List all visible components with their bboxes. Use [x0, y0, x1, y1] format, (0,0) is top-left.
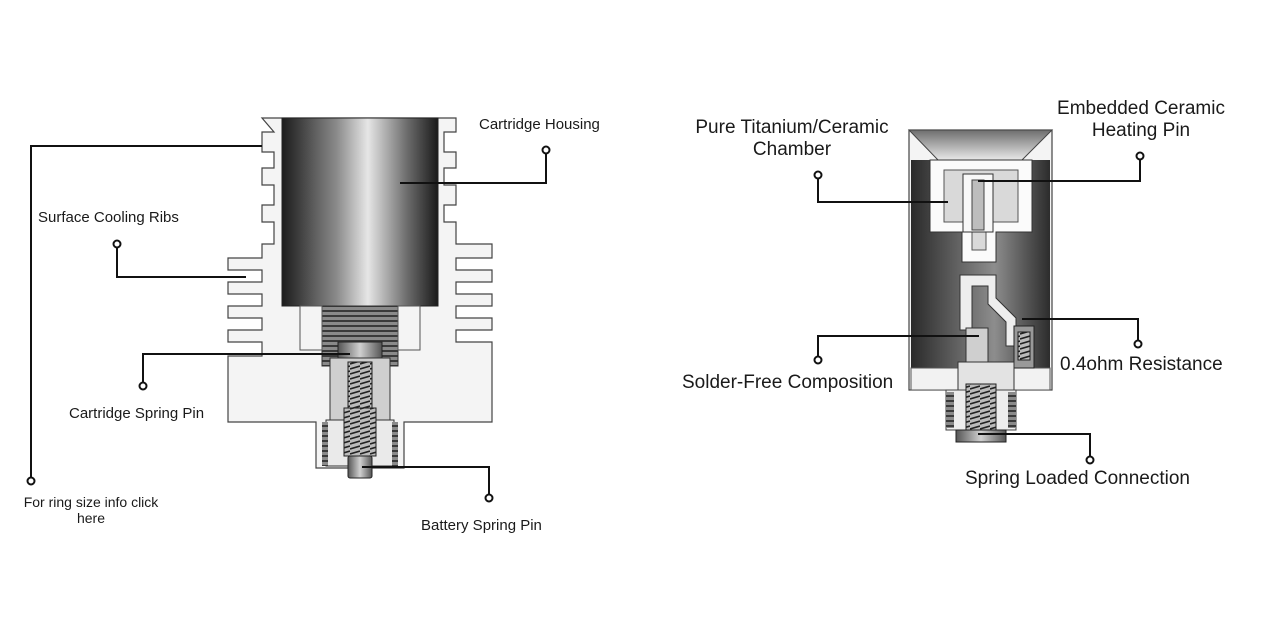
cartridge-bore	[281, 117, 439, 307]
ring-size-line2: here	[76, 510, 106, 527]
chamber-line1: Pure Titanium/Ceramic	[695, 117, 889, 138]
leader-spring-loaded	[978, 433, 1091, 460]
label-spring-loaded: Spring Loaded Connection	[965, 468, 1191, 489]
dot-spring-loaded	[1085, 455, 1095, 465]
dot-cartridge-housing	[541, 145, 551, 155]
label-battery-spring-pin: Battery Spring Pin	[421, 517, 542, 534]
label-heating-pin: Embedded Ceramic Heating Pin	[1036, 98, 1246, 142]
dot-battery-spring-pin	[484, 493, 494, 503]
atomizer-cross-section	[907, 129, 1054, 443]
dot-chamber	[813, 170, 823, 180]
right-leader-dots	[813, 151, 1145, 465]
connector-510-cross-section	[227, 117, 493, 479]
leader-resistance	[1022, 318, 1139, 344]
heating-pin-line2: Heating Pin	[1091, 119, 1191, 141]
chamber-line2: Chamber	[752, 138, 832, 160]
left-leader-lines	[30, 145, 547, 498]
leader-cartridge-spring-pin	[142, 353, 350, 386]
ring-size-line1: For ring size info click	[23, 494, 159, 510]
cartridge-spring-pin-head	[337, 341, 383, 359]
upper-spring	[347, 361, 373, 409]
label-surface-cooling-ribs: Surface Cooling Ribs	[38, 209, 179, 226]
label-resistance: 0.4ohm Resistance	[1060, 354, 1223, 375]
leader-heating-pin	[978, 156, 1141, 182]
leader-solder-free	[817, 335, 979, 360]
leader-battery-spring-pin	[362, 466, 490, 498]
atomizer-spring	[965, 383, 997, 431]
dot-cartridge-spring-pin	[138, 381, 148, 391]
dot-solder-free	[813, 355, 823, 365]
dot-ring-size	[26, 476, 36, 486]
right-leader-lines	[817, 156, 1141, 460]
dot-heating-pin	[1135, 151, 1145, 161]
label-solder-free: Solder-Free Composition	[682, 372, 894, 393]
leader-cartridge-housing	[400, 150, 547, 184]
heating-pin-line1: Embedded Ceramic	[1057, 98, 1225, 119]
dot-surface-cooling-ribs	[112, 239, 122, 249]
left-leader-dots	[26, 145, 551, 503]
lower-spring	[343, 407, 377, 457]
leader-surface-cooling-ribs	[116, 244, 246, 278]
label-chamber: Pure Titanium/Ceramic Chamber	[682, 117, 902, 161]
leader-chamber	[817, 175, 948, 203]
ring-size-info-link[interactable]: For ring size info click here	[8, 494, 174, 526]
dot-resistance	[1133, 339, 1143, 349]
label-cartridge-spring-pin: Cartridge Spring Pin	[69, 405, 205, 422]
leader-ring-size	[30, 145, 262, 481]
label-cartridge-housing: Cartridge Housing	[479, 116, 600, 133]
spring-loaded-contact	[955, 429, 1007, 443]
